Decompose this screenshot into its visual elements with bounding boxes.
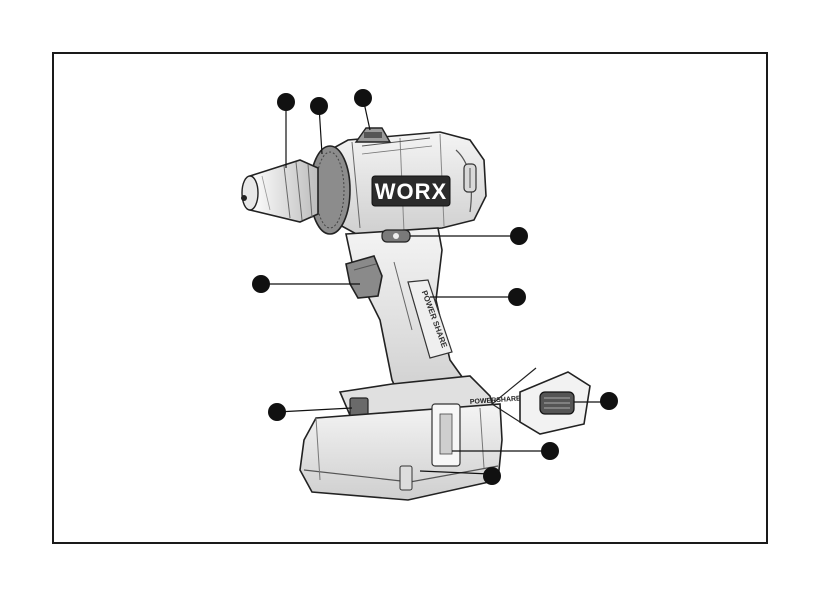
callout-dot-battery-charge-indicator — [541, 442, 559, 460]
callout-dot-trigger-switch — [252, 275, 270, 293]
direction-switch — [382, 230, 410, 242]
callout-dot-battery-pack — [483, 467, 501, 485]
callout-dot-keyless-chuck — [277, 93, 295, 111]
keyless-chuck — [241, 160, 318, 222]
callout-dot-battery-indicator-button — [600, 392, 618, 410]
callout-dot-clutch-collar — [310, 97, 328, 115]
handle: POWER SHARE — [346, 228, 470, 402]
battery-release-button — [350, 398, 368, 416]
gear-selector-knob — [356, 128, 390, 142]
callout-dot-battery-release — [268, 403, 286, 421]
callout-dot-handle-grip — [508, 288, 526, 306]
trigger-switch — [346, 256, 382, 298]
brand-logo-text: WORX — [375, 179, 447, 204]
brand-logo: WORX — [372, 176, 450, 206]
callout-dot-direction-switch — [510, 227, 528, 245]
callout-dot-gear-selector — [354, 89, 372, 107]
